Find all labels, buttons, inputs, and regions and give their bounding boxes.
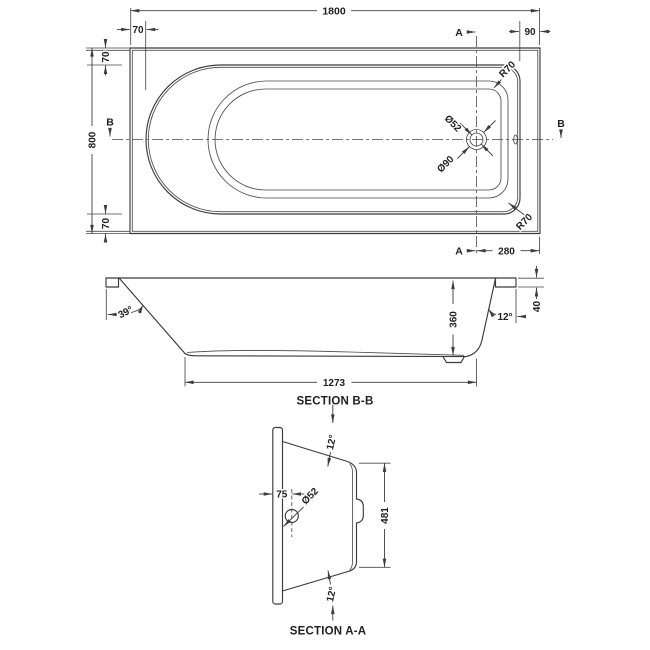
aa-overflow-offset-dim: 75 [259,488,305,502]
bb-head-slope [118,277,186,355]
basin-mid-contour [207,80,509,199]
aa-rim-bar [272,426,284,605]
plan-view: Ø52 Ø90 1800 70 A 90 [86,4,567,259]
aa-lower-angle-dim: 12° [324,570,341,621]
aa-wall-profile [281,440,364,592]
section-aa-title: SECTION A-A [290,626,367,638]
aa-upper-angle-dim: 12° [324,404,341,467]
radius-leader [508,202,527,217]
section-marker-b-left: B [105,115,116,137]
marker-b-label: B [557,118,565,130]
corner-radius-top-value: R70 [497,59,518,80]
foot-rim-value: 90 [524,27,536,38]
recess-dia-leader-2 [483,120,496,133]
section-bb-title: SECTION B-B [297,396,374,408]
angle-arc-arrow [130,304,144,314]
dim-side-rim-top: 70 [100,39,114,76]
bb-foot-wall [465,277,497,358]
waste-to-end-value: 280 [498,246,515,257]
waste-dia-leader [459,122,473,136]
basin-opening-inner [147,66,519,213]
plan-extension-lines [86,8,540,254]
dim-head-rim: 70 [117,24,159,38]
foot-angle-value: 12° [497,312,512,323]
waste-diameter-label: Ø52 [442,113,463,134]
corner-radius-bottom-value: R70 [514,212,535,233]
depth-value: 360 [449,311,460,328]
bb-rim-lip-dim: 40 [518,266,545,314]
dim-foot-rim: 90 [509,26,551,40]
dim-length: 1800 [130,4,540,19]
extension-lines [518,277,544,288]
bb-head-angle-dim: 39° [105,289,144,323]
corner-radius-bottom-callout: R70 [508,202,537,234]
recess-diameter-label: Ø90 [435,154,456,175]
waste-dia-leader-2 [480,143,494,157]
head-angle-value: 39° [117,304,136,321]
rim-lip-value: 40 [532,301,543,313]
dia-leader [283,506,304,527]
angle-arrow [327,570,332,585]
section-bb-view: 39° 360 12° 40 1273 SECTION B- [105,266,545,409]
angle-arrow [327,451,332,467]
bb-left-rim-lip [105,277,120,288]
recess-dia-leader [457,146,470,159]
overflow-marker [513,134,518,145]
radius-leader [493,79,502,89]
overflow-offset-value: 75 [276,490,288,501]
bb-depth-dim: 360 [447,280,461,356]
drain-recess-circle [466,129,487,150]
angle-arc-arrow [488,308,497,318]
upper-angle-value: 12° [325,434,339,451]
bb-base-length-dim: 1273 [184,357,477,391]
bb-drain-recess-notch [442,356,465,364]
aa-inner-wall-line [349,463,354,571]
waste-drain-symbol: Ø52 Ø90 [434,112,496,177]
marker-a-label: A [455,27,463,39]
head-rim-value: 70 [132,25,144,36]
rim-outer-edge [129,47,541,235]
section-marker-a-top: A [454,25,476,40]
dim-overall-width: 800 [86,47,100,234]
section-marker-b-right: B [556,117,567,139]
overflow-diameter-value: Ø52 [300,486,321,507]
section-aa-view: 12° 75 Ø52 481 12° SECTION A-A [259,404,393,639]
side-rim-top-value: 70 [101,51,112,63]
dim-waste-to-end: 280 [476,245,540,259]
base-length-value: 1273 [323,378,346,389]
rim-inner-edge [131,49,539,232]
aa-base-width-dim: 481 [359,462,393,568]
aa-overflow-dia-callout: Ø52 [283,484,323,527]
drain-waste-circle [469,132,484,147]
marker-a-label: A [455,246,463,258]
marker-b-label: B [106,117,114,129]
basin-opening-outer [145,64,521,215]
basin-floor-contour [214,88,502,191]
bb-right-rim-lip [494,277,517,288]
bb-foot-angle-dim: 12° [488,289,526,325]
side-rim-bottom-value: 70 [101,218,112,230]
lower-angle-value: 12° [325,586,339,603]
bb-inner-floor-line [186,349,465,356]
bb-base-line [184,352,467,358]
length-value: 1800 [322,5,346,17]
overall-width-value: 800 [88,131,99,148]
dim-side-rim-bottom: 70 [100,205,114,243]
section-marker-a-bottom: A [454,244,476,259]
base-width-value: 481 [380,507,391,524]
